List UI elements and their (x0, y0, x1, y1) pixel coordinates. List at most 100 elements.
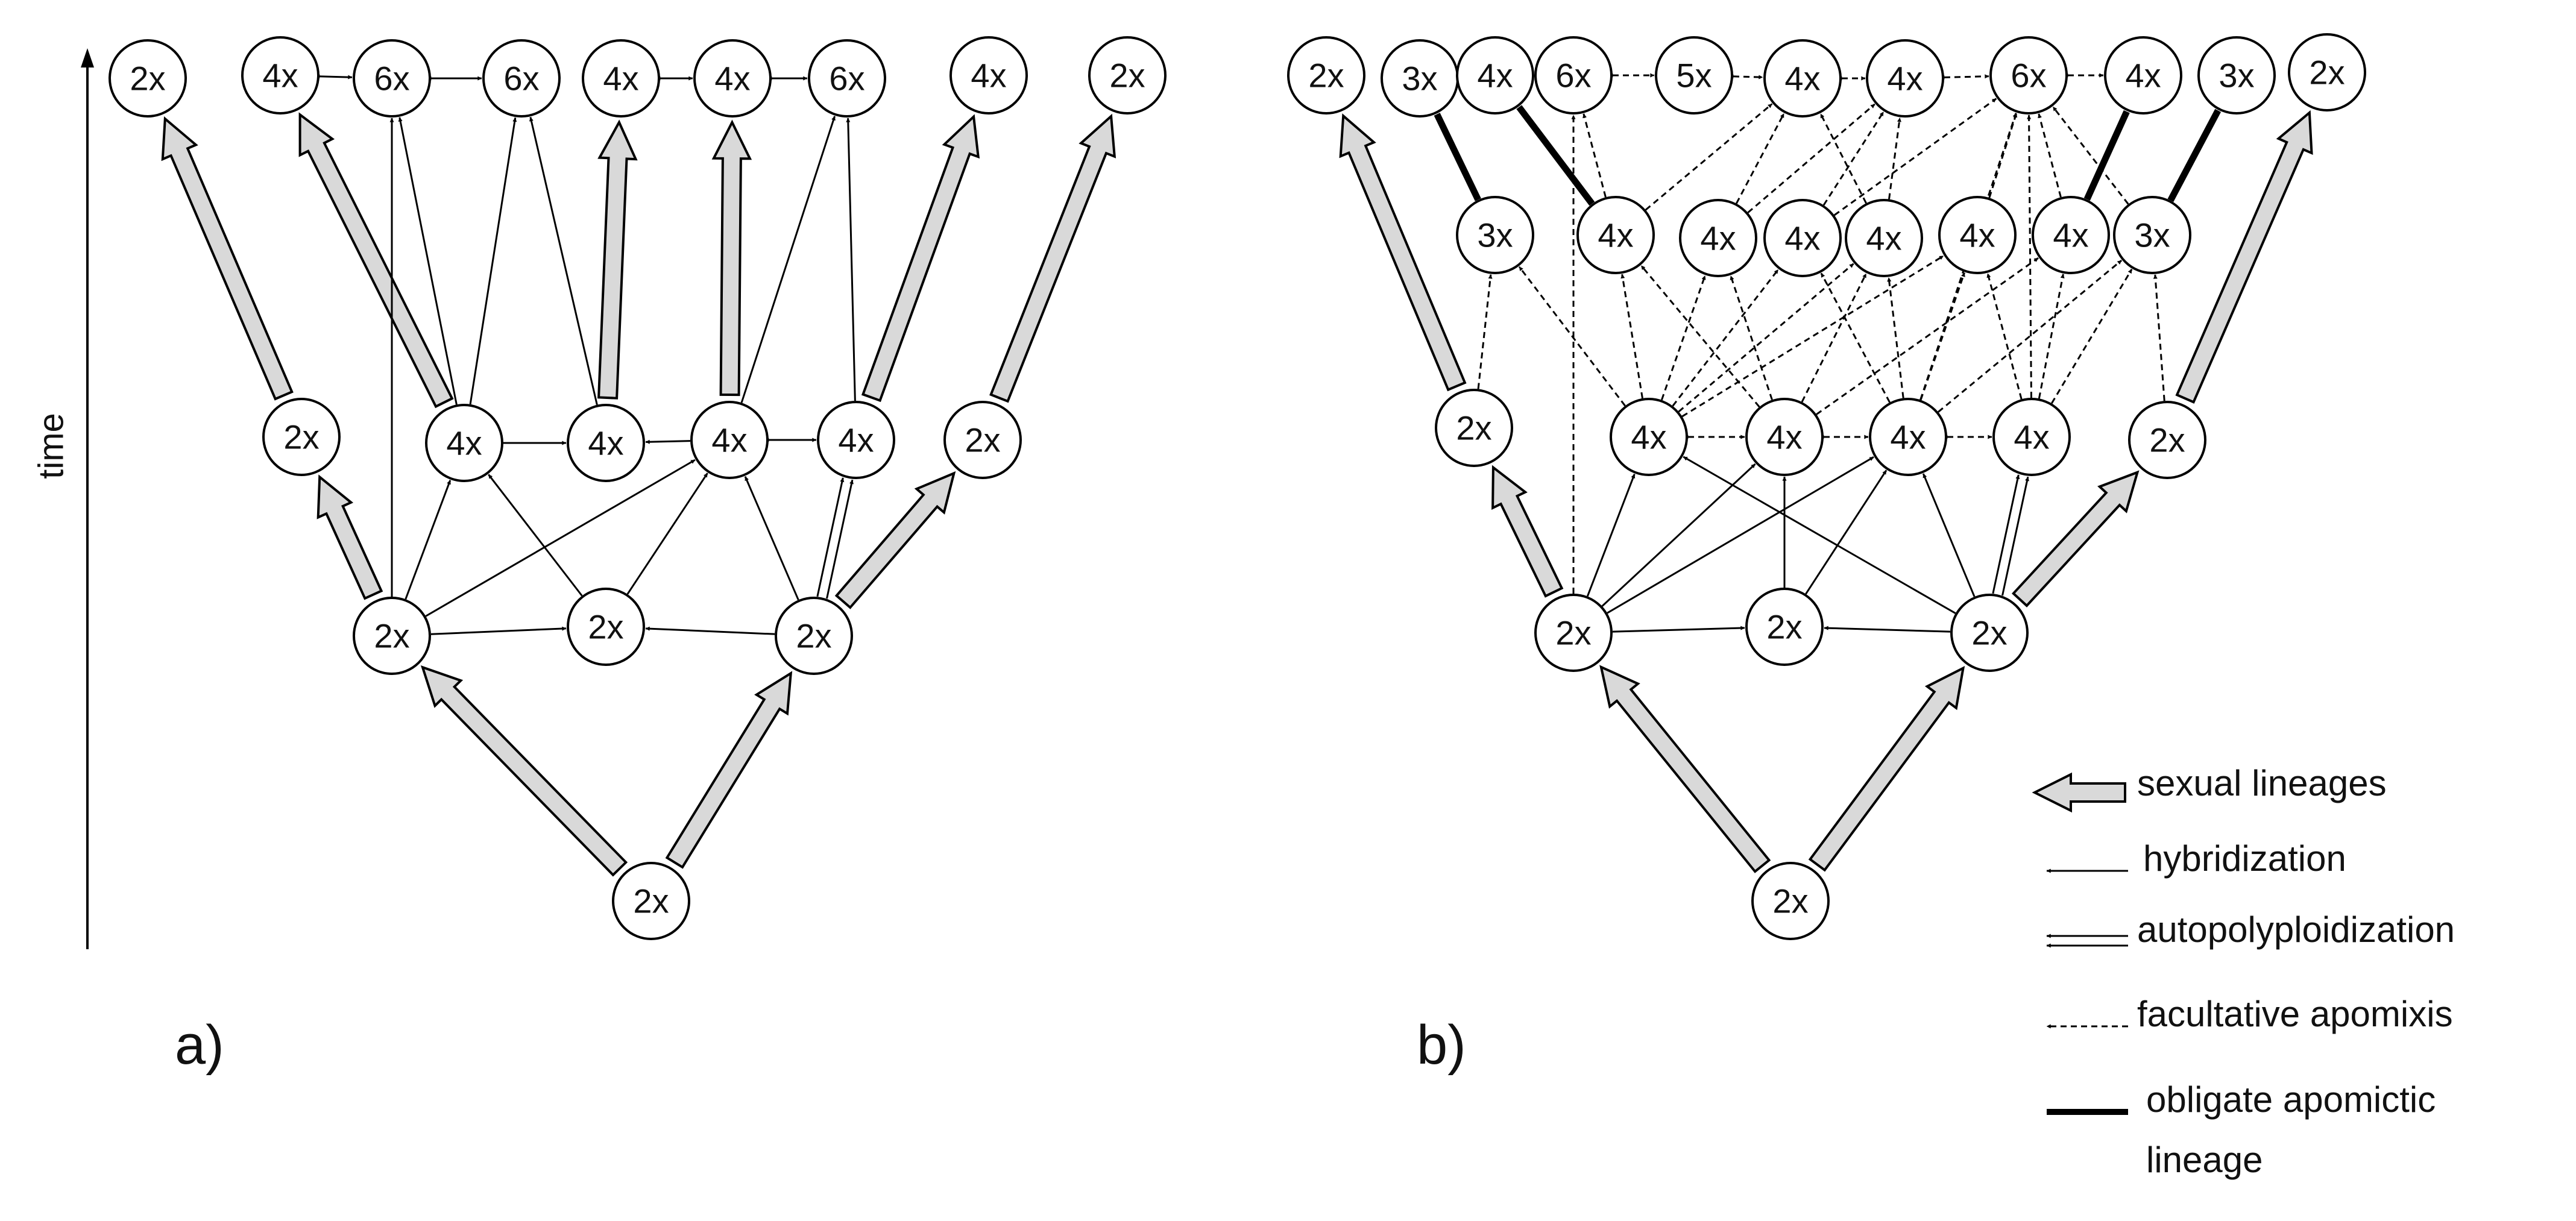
ploidy-node-4x: 4x (241, 36, 320, 115)
legend-obligate-apomictic-label: obligate apomictic (2146, 1079, 2436, 1120)
facultative-apomixis-arrow-62 (2051, 268, 2133, 404)
facultative-apomixis-arrow-53 (1801, 273, 1867, 403)
ploidy-node-6x: 6x (808, 39, 886, 118)
legend-sexual-arrow (2032, 772, 2126, 813)
node-circle (2197, 36, 2276, 115)
hybridization-arrow-10 (469, 117, 517, 405)
sexual-lineage-arrow-a5 (161, 116, 294, 401)
hybridization-arrow-24 (1586, 474, 1636, 597)
node-circle (2128, 401, 2206, 479)
ploidy-label: 3x (1402, 60, 1437, 98)
facultative-apomixis-arrow-44 (1477, 274, 1493, 389)
facultative-apomixis-arrow-63 (2153, 274, 2165, 401)
ploidy-node-4x: 4x (1845, 199, 1923, 277)
ploidy-label: 2x (1772, 882, 1808, 920)
node-circle (1456, 36, 1534, 115)
ploidy-node-4x: 4x (1992, 398, 2071, 476)
facultative-apomixis-arrow-51 (1620, 274, 1643, 399)
facultative-apomixis-arrow-58 (1938, 259, 2123, 413)
ploidy-label: 4x (971, 57, 1006, 95)
legend-sexual-symbol (2032, 772, 2126, 813)
facultative-apomixis-arrow-54 (1816, 257, 2039, 415)
ploidy-label: 2x (374, 617, 409, 655)
node-circle (567, 588, 645, 666)
node-circle (2104, 36, 2182, 115)
ploidy-label: 3x (2134, 216, 2170, 254)
relationship-arrows (315, 73, 2222, 635)
hybridization-arrow-7 (744, 476, 799, 600)
ploidy-label: 2x (1766, 608, 1802, 646)
ploidy-node-2x: 2x (943, 401, 1022, 479)
node-circle (1088, 36, 1167, 115)
ploidy-node-2x: 2x (1287, 36, 1365, 115)
ploidy-node-4x: 4x (1763, 39, 1842, 118)
facultative-apomixis-arrow-70 (2038, 113, 2062, 198)
hybridization-arrow-6 (626, 472, 708, 595)
legend-facultative-apomixis: facultative apomixis (2046, 994, 2453, 1034)
hybridization-arrow-9 (398, 117, 458, 405)
sexual-lineage-arrow-b2 (1808, 666, 1965, 872)
ploidy-label: 2x (283, 418, 319, 456)
node-circle (2113, 196, 2191, 274)
ploidy-label: 4x (1598, 216, 1633, 254)
sexual-lineage-arrow-a9 (861, 114, 980, 403)
obligate-apomictic-arrow-32 (1434, 113, 1481, 201)
ploidy-label: 2x (2309, 54, 2345, 92)
node-circle (1950, 594, 2029, 672)
ploidy-node-4x: 4x (582, 39, 660, 118)
ploidy-node-4x: 4x (1610, 398, 1688, 476)
hybridization-arrow-13 (846, 118, 856, 401)
legend-autopolyploidization-label: autopolyploidization (2137, 909, 2455, 950)
legend-facultative-apomixis-label: facultative apomixis (2137, 994, 2453, 1034)
ploidy-node-4x: 4x (1456, 36, 1534, 115)
ploidy-node-4x: 4x (817, 401, 895, 479)
node-circle (808, 39, 886, 118)
sexual-lineage-arrow-b1 (1599, 665, 1771, 873)
ploidy-label: 6x (1555, 57, 1591, 95)
node-circle (1534, 36, 1613, 115)
ploidy-label: 4x (1700, 219, 1736, 257)
ploidy-label: 4x (1890, 418, 1926, 456)
facultative-apomixis-arrow-75 (1919, 113, 2017, 400)
ploidy-label: 4x (1866, 219, 1901, 257)
ploidy-node-2x: 2x (1745, 588, 1824, 666)
node-circle (567, 404, 645, 482)
hybridization-arrow-25 (1601, 463, 1756, 607)
ploidy-node-4x: 4x (567, 404, 645, 482)
facultative-apomixis-arrow-65 (1645, 103, 1773, 211)
sexual-lineage-arrow-b3 (1491, 465, 1564, 598)
node-circle (1745, 398, 1824, 476)
hybridization-arrow-1 (430, 626, 567, 635)
ploidy-label: 6x (829, 60, 864, 98)
node-circle (109, 39, 187, 118)
ploidy-node-4x: 4x (1745, 398, 1824, 476)
ploidy-node-6x: 6x (1534, 36, 1613, 115)
sexual-lineage-arrow-a2 (665, 671, 793, 869)
facultative-apomixis-arrow-72 (1833, 98, 1997, 216)
facultative-apomixis-arrow-68 (1888, 118, 1901, 199)
node-circle (612, 862, 690, 940)
ploidy-node-4x: 4x (693, 39, 772, 118)
ploidy-label: 2x (796, 617, 831, 655)
ploidy-label: 4x (603, 60, 638, 98)
node-circle (353, 39, 431, 118)
ploidy-node-5x: 5x (1655, 36, 1733, 115)
obligate-apomictic-arrow-34 (2083, 110, 2130, 201)
ploidy-label: 6x (374, 60, 409, 98)
sexual-lineage-arrow-a3 (316, 474, 383, 600)
ploidy-label: 3x (2219, 57, 2254, 95)
node-circle (1576, 196, 1655, 274)
ploidy-node-2x: 2x (262, 398, 341, 476)
ploidy-node-3x: 3x (1456, 196, 1534, 274)
facultative-apomixis-arrow-52 (1640, 265, 1760, 408)
ploidy-node-3x: 3x (1381, 39, 1459, 118)
hybridization-arrow-4 (425, 459, 696, 617)
panel-a-label: a) (175, 1014, 224, 1076)
facultative-apomixis-arrow-55 (1730, 275, 1773, 400)
node-circle (353, 597, 431, 675)
legend-sexual-label: sexual lineages (2137, 763, 2387, 803)
ploidy-node-4x: 4x (1576, 196, 1655, 274)
facultative-apomixis-arrow-42 (1940, 74, 1989, 80)
ploidy-label: 4x (1766, 418, 1802, 456)
